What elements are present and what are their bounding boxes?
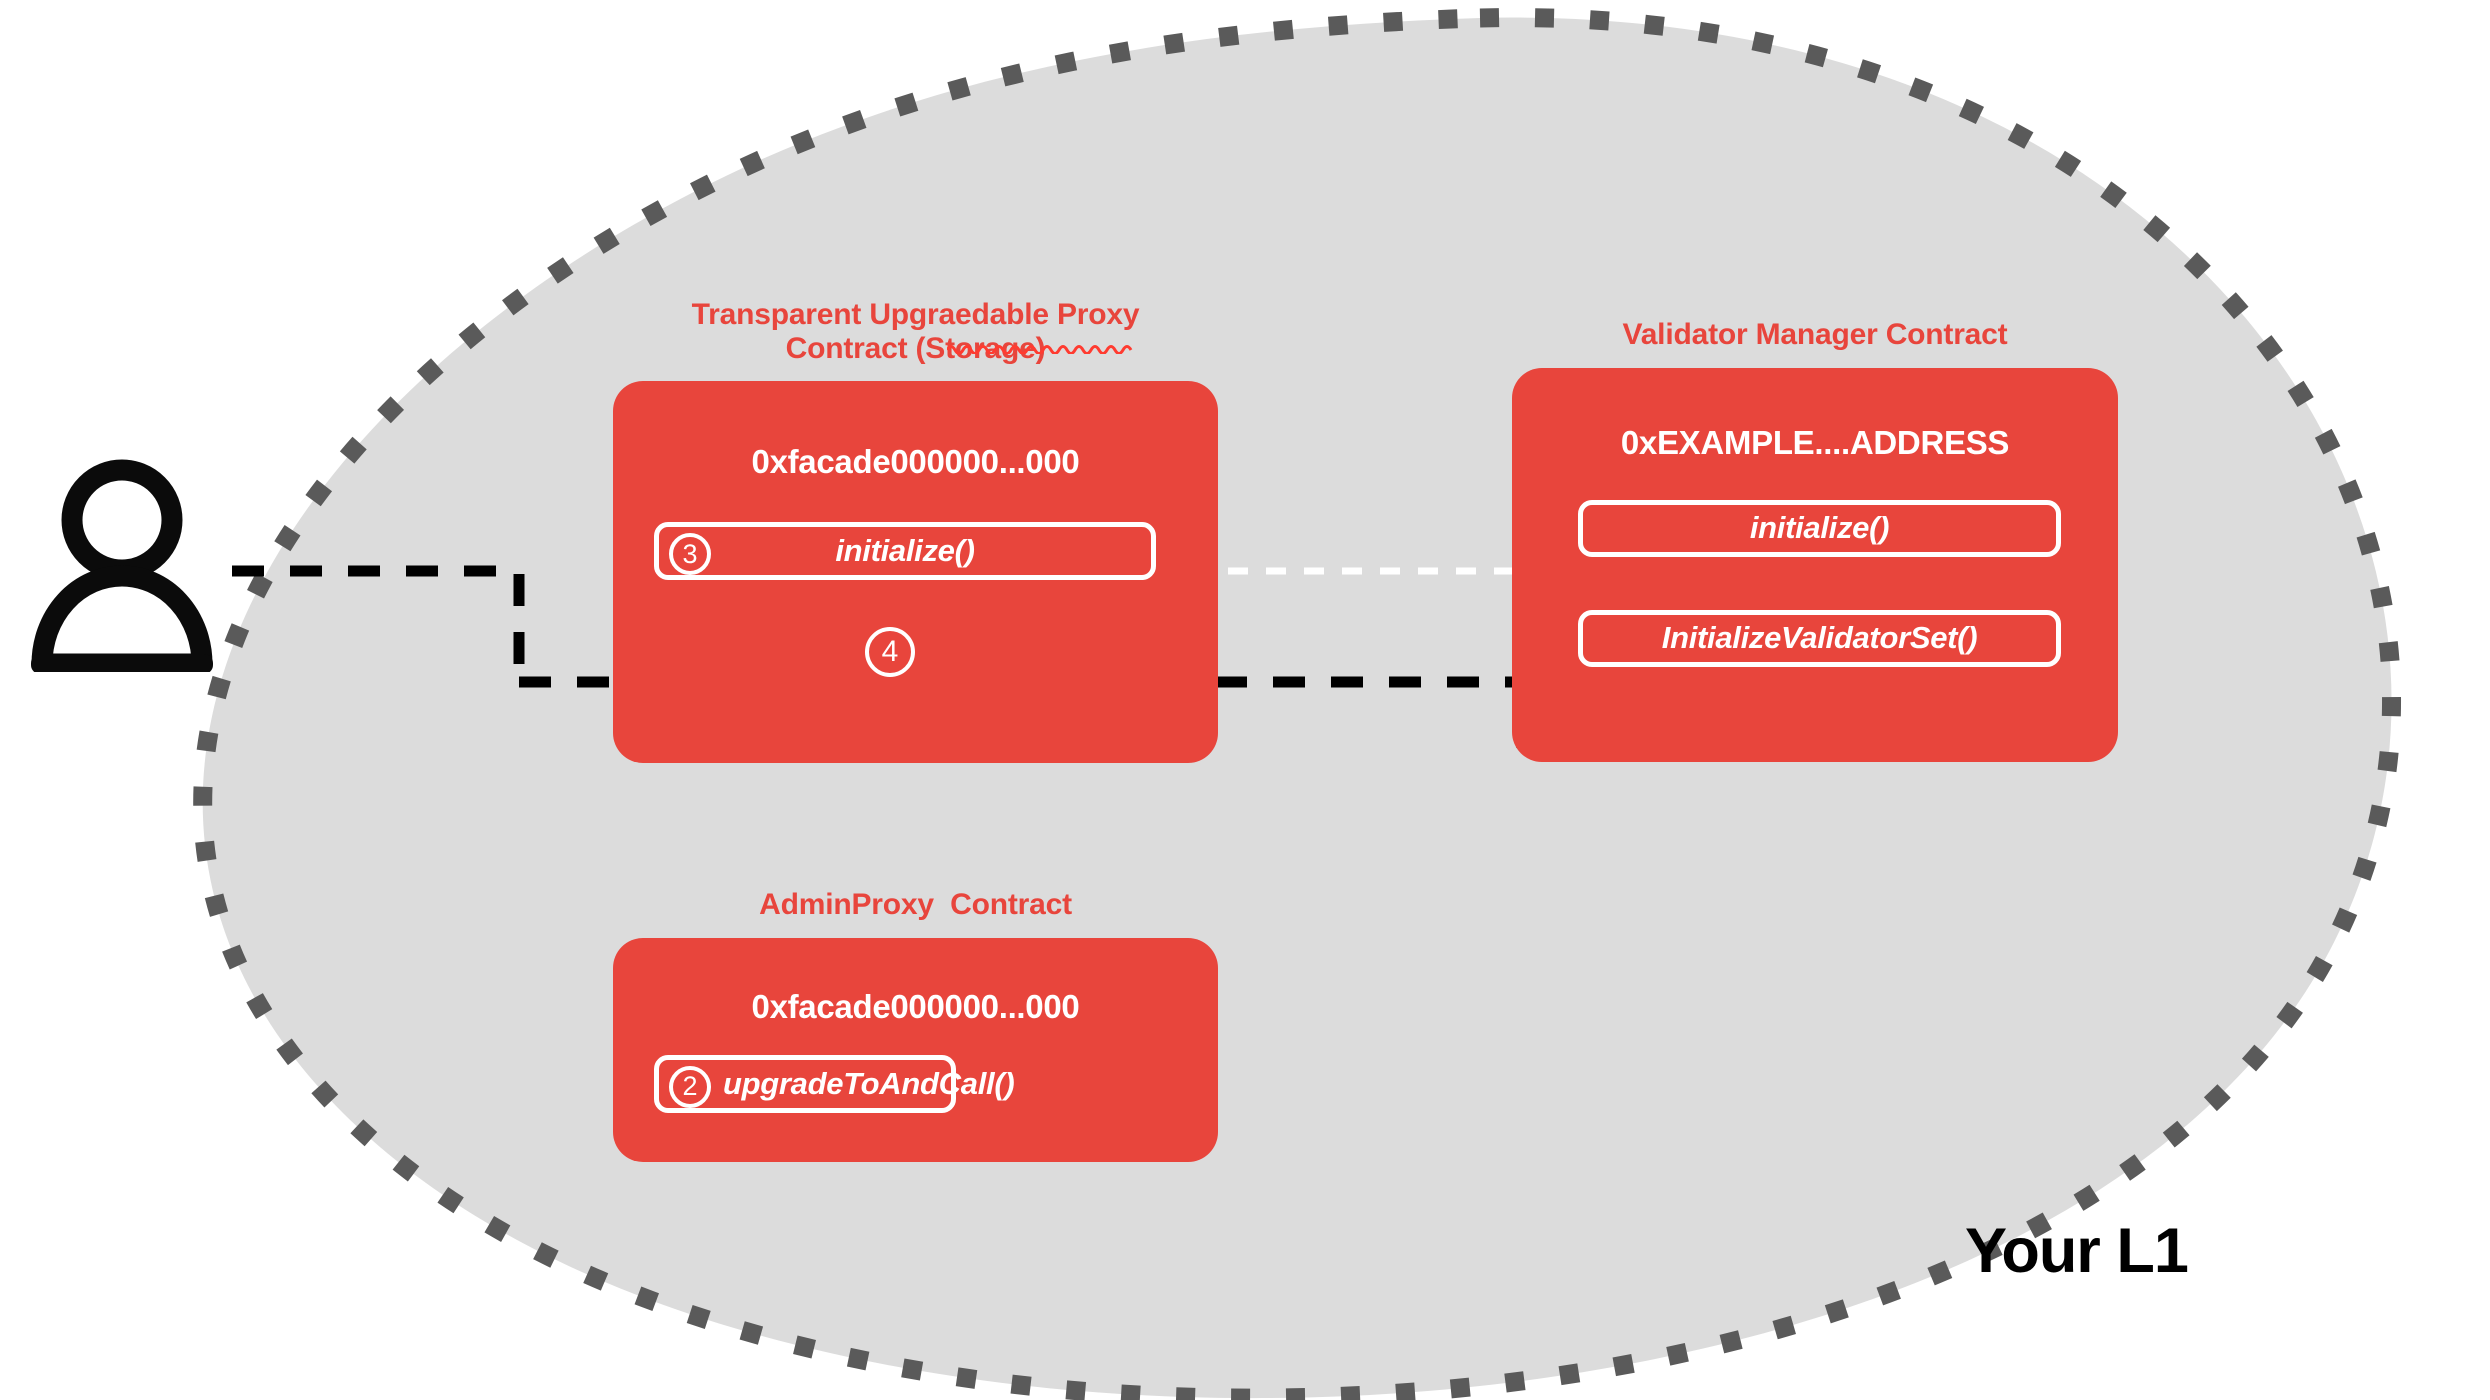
method-label-initializevalidatorset: InitializeValidatorSet() [1661, 620, 1978, 656]
contract-box-validator-manager[interactable]: 0xEXAMPLE....ADDRESS initialize() Initia… [1512, 367, 2118, 762]
method-label-upgradetoandcall: upgradeToAndCall() [723, 1065, 1015, 1101]
contract-address-admin-proxy: 0xfacade000000...000 [751, 987, 1080, 1025]
connector-user-entry [232, 565, 525, 682]
method-label-vm-initialize: initialize() [1749, 510, 1890, 546]
spellcheck-squiggle-icon [947, 345, 1133, 354]
step-badge-2: 2 [669, 1065, 711, 1108]
contract-validator-manager: Validator Manager Contract 0xEXAMPLE....… [1512, 318, 2118, 762]
contract-title-transparent-proxy: Transparent Upgraedable Proxy Contract (… [691, 298, 1140, 365]
method-pill-initialize[interactable]: 3 initialize() [654, 522, 1156, 581]
contract-box-transparent-proxy[interactable]: 0xfacade000000...000 3 initialize() 4 [613, 381, 1218, 764]
step-badge-3: 3 [669, 533, 711, 576]
contract-box-admin-proxy[interactable]: 0xfacade000000...000 2 upgradeToAndCall(… [613, 937, 1218, 1162]
contract-admin-proxy: AdminProxy Contract 0xfacade000000...000… [613, 888, 1218, 1162]
contract-transparent-proxy: Transparent Upgraedable Proxy Contract (… [613, 298, 1218, 764]
contract-title-admin-proxy: AdminProxy Contract [759, 888, 1072, 921]
step-badge-4: 4 [865, 627, 915, 678]
contract-title-validator-manager: Validator Manager Contract [1622, 318, 2008, 351]
boundary-label-your-l1: Your L1 [1965, 1216, 2189, 1286]
method-pill-initializevalidatorset[interactable]: InitializeValidatorSet() [1578, 609, 2061, 667]
method-label-initialize: initialize() [835, 533, 975, 569]
person-icon [31, 459, 213, 672]
contract-address-validator-manager: 0xEXAMPLE....ADDRESS [1620, 423, 2010, 461]
method-pill-vm-initialize[interactable]: initialize() [1578, 499, 2061, 557]
method-pill-upgradetoandcall[interactable]: 2 upgradeToAndCall() [654, 1054, 1015, 1113]
contract-address-transparent-proxy: 0xfacade000000...000 [751, 443, 1080, 481]
